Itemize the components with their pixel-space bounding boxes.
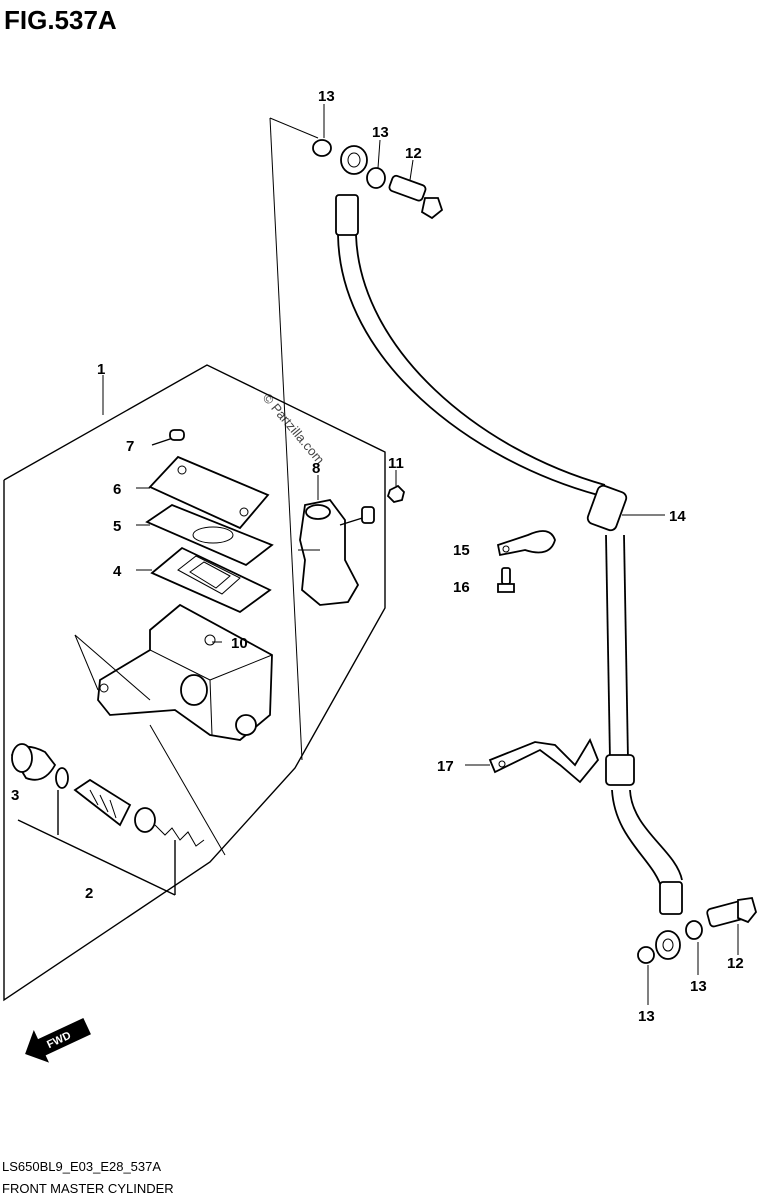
callout-4: 4 — [113, 563, 122, 580]
leader-lines — [102, 104, 739, 1005]
diaphragm — [150, 546, 272, 614]
callout-3: 3 — [11, 787, 19, 804]
figure-subtitle: FRONT MASTER CYLINDER — [2, 1181, 174, 1196]
upper-hose-fitting — [312, 139, 444, 236]
callout-13-bottom-right: 13 — [690, 978, 707, 995]
fwd-arrow: FWD — [25, 1017, 91, 1063]
callout-13-top-left: 13 — [318, 88, 335, 105]
callout-12-top: 12 — [405, 145, 422, 162]
callout-13-bottom-left: 13 — [638, 1008, 655, 1025]
nut — [386, 484, 405, 503]
piston-set — [10, 743, 205, 896]
lever-bracket — [298, 499, 375, 606]
clamp-bolt — [497, 567, 515, 593]
hose-bracket — [488, 737, 600, 784]
reservoir-screw — [151, 429, 185, 446]
callout-6: 6 — [113, 481, 121, 498]
hose-clamp — [496, 530, 556, 557]
callout-2: 2 — [85, 885, 93, 902]
callout-5: 5 — [113, 518, 121, 535]
assembly-outline — [3, 117, 386, 1002]
brake-hose — [337, 234, 683, 915]
callout-10: 10 — [231, 635, 248, 652]
lower-hose-fitting — [637, 896, 757, 964]
callout-14: 14 — [669, 508, 686, 525]
callout-17: 17 — [437, 758, 454, 775]
callout-12-bottom: 12 — [727, 955, 744, 972]
callout-1: 1 — [97, 361, 105, 378]
callout-7: 7 — [126, 438, 134, 455]
figure-code: LS650BL9_E03_E28_537A — [2, 1159, 161, 1174]
callout-16: 16 — [453, 579, 470, 596]
callout-13-top-right: 13 — [372, 124, 389, 141]
figure-title: FIG.537A — [4, 5, 117, 35]
callout-15: 15 — [453, 542, 470, 559]
master-cylinder-body — [74, 603, 273, 856]
callout-11: 11 — [388, 455, 404, 472]
cap-plate — [145, 503, 274, 567]
reservoir-cap — [148, 455, 270, 530]
watermark: © Partzilla.com — [260, 390, 328, 467]
callout-8: 8 — [312, 460, 320, 477]
